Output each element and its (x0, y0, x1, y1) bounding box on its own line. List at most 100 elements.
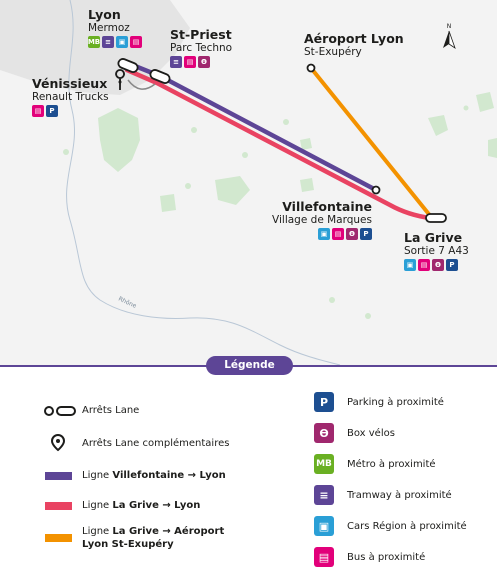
label-la-grive: La Grive Sortie 7 A43 ▣ ▤ ϴ P (404, 231, 469, 271)
bike-icon: ϴ (314, 423, 334, 443)
line-la-grive-lyon[interactable] (124, 67, 433, 221)
legend-line-la-grive-aeroport: Ligne La Grive → Aéroport Lyon St-Exupér… (36, 525, 224, 551)
green-dot (329, 297, 335, 303)
label-venissieux: Vénissieux Renault Trucks ▤ P (32, 77, 109, 117)
parking-icon: P (314, 392, 334, 412)
purple-line-swatch (44, 471, 72, 480)
stop-symbols (36, 405, 80, 417)
legend-extra-stops-label: Arrêts Lane complémentaires (82, 437, 230, 449)
tram-icon: ≡ (102, 36, 114, 48)
tram-icon: ≡ (170, 56, 182, 68)
legend-bike-label: Box vélos (347, 427, 395, 439)
bike-icon: ϴ (346, 228, 358, 240)
station-subtitle: Sortie 7 A43 (404, 245, 469, 257)
green-dot (283, 119, 289, 125)
station-title: St-Priest (170, 27, 232, 42)
legend-bus: ▤ Bus à proximité (314, 547, 425, 567)
bus-icon: ▤ (184, 56, 196, 68)
legend-tram: ≡ Tramway à proximité (314, 485, 452, 505)
metro-icon: MB (88, 36, 100, 48)
label-st-priest: St-Priest Parc Techno ≡ ▤ ϴ (170, 28, 232, 68)
legend-title: Légende (206, 356, 293, 375)
stop-villefontaine[interactable] (371, 185, 381, 195)
station-subtitle: Mermoz (88, 22, 130, 34)
station-title: Aéroport Lyon (304, 31, 404, 46)
bus-icon: ▤ (332, 228, 344, 240)
legend-parking: P Parking à proximité (314, 392, 444, 412)
label-lyon: Lyon Mermoz MB ≡ ▣ ▤ (88, 8, 142, 48)
green-area (300, 178, 314, 192)
green-dot (463, 105, 469, 111)
cars-region-icon: ▣ (404, 259, 416, 271)
metro-icon: MB (314, 454, 334, 474)
legend-line-la-grive-lyon: Ligne La Grive → Lyon (36, 499, 200, 512)
legend-extra-stops: Arrêts Lane complémentaires (36, 434, 229, 452)
station-title: Villefontaine (282, 199, 372, 214)
cars-region-icon: ▣ (318, 228, 330, 240)
station-title: Vénissieux (32, 76, 108, 91)
label-villefontaine: Villefontaine Village de Marques ▣ ▤ ϴ P (266, 200, 372, 240)
label-aeroport: Aéroport Lyon St-Exupéry (304, 31, 404, 59)
north-arrow-icon (443, 31, 449, 48)
legend-line-name-2: Lyon St-Exupéry (82, 539, 174, 550)
pin-icon (36, 434, 80, 452)
green-area (488, 138, 497, 158)
station-subtitle: Village de Marques (272, 214, 372, 226)
bus-icon: ▤ (418, 259, 430, 271)
legend-cars-label: Cars Région à proximité (347, 520, 467, 532)
green-dot (242, 152, 248, 158)
bus-icon: ▤ (130, 36, 142, 48)
cars-region-icon: ▣ (314, 516, 334, 536)
legend-metro-label: Métro à proximité (347, 458, 436, 470)
legend-metro: MB Métro à proximité (314, 454, 436, 474)
green-area (476, 92, 494, 112)
green-dot (63, 149, 69, 155)
stop-la-grive[interactable] (425, 213, 447, 223)
bus-icon: ▤ (32, 105, 44, 117)
parking-icon: P (446, 259, 458, 271)
green-area (428, 115, 448, 136)
legend-stops: Arrêts Lane (36, 404, 139, 417)
green-dot (185, 183, 191, 189)
green-area (98, 108, 140, 172)
stop-venissieux-pin[interactable] (115, 69, 125, 91)
stop-st-priest[interactable] (149, 69, 171, 85)
parking-icon: P (46, 105, 58, 117)
red-line-swatch (44, 501, 72, 510)
stop-aeroport[interactable] (306, 63, 316, 73)
legend-line-name: La Grive → Lyon (112, 500, 201, 511)
parking-icon: P (360, 228, 372, 240)
legend-bike: ϴ Box vélos (314, 423, 395, 443)
green-area (160, 194, 176, 212)
venissieux-connector (127, 79, 156, 90)
station-title: Lyon (88, 7, 121, 22)
green-dot (365, 313, 371, 319)
map-canvas: Rhône N (0, 0, 497, 365)
map-area[interactable]: Rhône N Lyon Mermoz MB ≡ ▣ ▤ (0, 0, 497, 365)
station-subtitle: Renault Trucks (32, 91, 109, 103)
legend-line-villefontaine: Ligne Villefontaine → Lyon (36, 469, 226, 482)
bike-icon: ϴ (198, 56, 210, 68)
stop-lyon-mermoz[interactable] (117, 58, 139, 74)
legend-bus-label: Bus à proximité (347, 551, 426, 563)
bike-icon: ϴ (432, 259, 444, 271)
legend-tram-label: Tramway à proximité (347, 489, 452, 501)
legend-cars: ▣ Cars Région à proximité (314, 516, 467, 536)
legend-line-prefix: Ligne (82, 470, 113, 481)
cars-region-icon: ▣ (116, 36, 128, 48)
legend-parking-label: Parking à proximité (347, 396, 444, 408)
legend-stops-label: Arrêts Lane (82, 405, 140, 416)
legend-line-prefix: Ligne (82, 526, 113, 537)
bus-icon: ▤ (314, 547, 334, 567)
north-arrow-icon-half (448, 30, 456, 49)
station-subtitle: St-Exupéry (304, 46, 362, 58)
station-subtitle: Parc Techno (170, 42, 233, 54)
legend-line-name: La Grive → Aéroport (112, 526, 225, 537)
green-area (300, 138, 312, 150)
green-area (215, 176, 250, 205)
station-title: La Grive (404, 230, 463, 245)
legend-line-prefix: Ligne (82, 500, 113, 511)
river (66, 0, 341, 365)
green-dot (191, 127, 197, 133)
line-la-grive-aeroport[interactable] (309, 66, 434, 220)
